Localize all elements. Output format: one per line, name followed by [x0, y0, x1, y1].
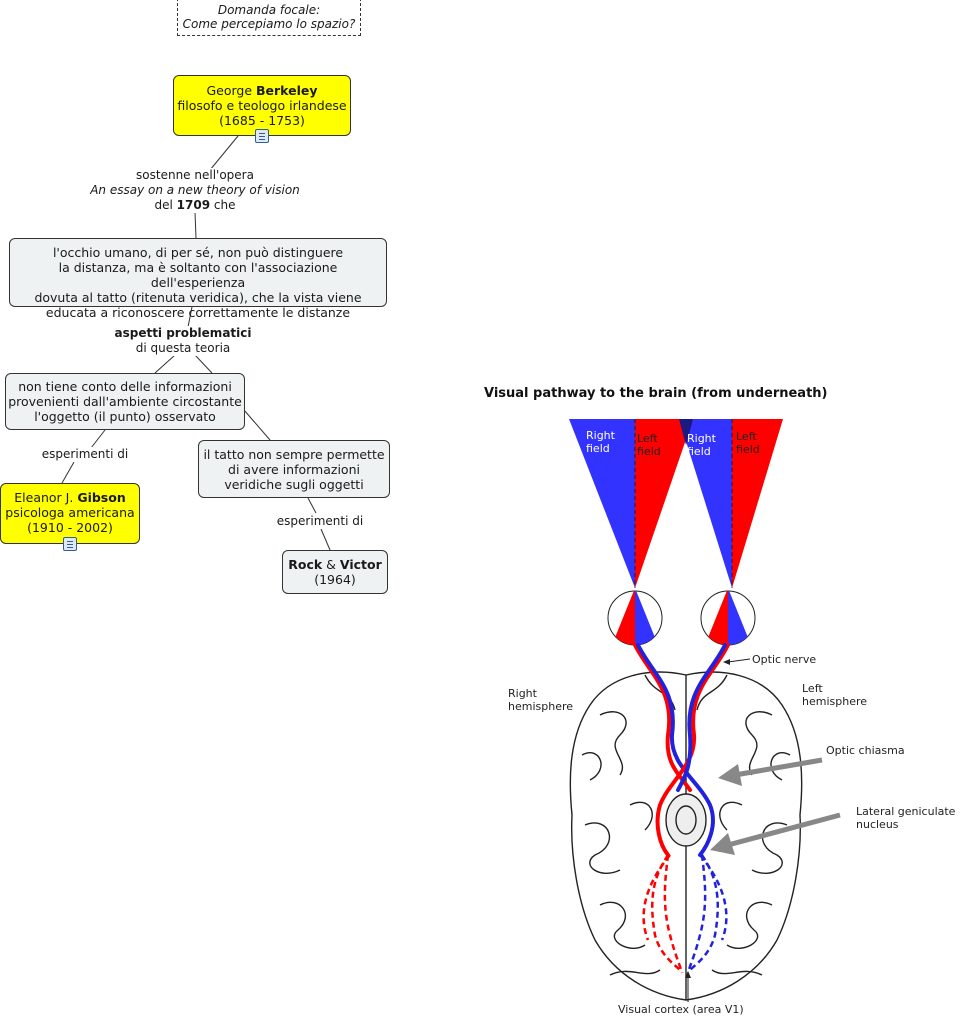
- note-icon[interactable]: [255, 129, 269, 143]
- brain-illustration: [569, 671, 803, 1001]
- right-field-label-2b: field: [687, 445, 711, 458]
- eye-icon: [700, 590, 756, 646]
- arrowhead-icon: [685, 971, 691, 978]
- note-icon[interactable]: [63, 537, 77, 551]
- right-field-label-1b: field: [586, 442, 610, 455]
- left-hemisphere-label-2: hemisphere: [802, 695, 867, 708]
- link-essay-post: che: [210, 198, 236, 212]
- essay-year: 1709: [176, 198, 211, 212]
- visual-field-cones: [569, 419, 783, 588]
- gibson-node[interactable]: Eleanor J. Gibson psicologa americana (1…: [0, 483, 140, 544]
- left-field-label-1: Left: [637, 432, 658, 445]
- thesis-line2: la distanza, ma è soltanto con l'associa…: [58, 260, 338, 290]
- victor-name: Victor: [339, 557, 382, 572]
- optic-chiasma-label: Optic chiasma: [826, 744, 905, 757]
- ampersand: &: [322, 557, 340, 572]
- thesis-line3: dovuta al tatto (ritenuta veridica), che…: [34, 290, 362, 305]
- left-field-label-1b: field: [637, 445, 661, 458]
- problem2-node[interactable]: il tatto non sempre permette di avere in…: [198, 440, 390, 498]
- link-label-experiments-2: esperimenti di: [270, 514, 370, 529]
- focus-question-label: Domanda focale:: [217, 3, 321, 17]
- thesis-node[interactable]: l'occhio umano, di per sé, non può disti…: [9, 238, 387, 320]
- rock-victor-year: (1964): [314, 572, 356, 587]
- problem1-line2: provenienti dall'ambiente circostante: [8, 394, 242, 409]
- rock-name: Rock: [288, 557, 323, 572]
- optic-pathways: [633, 643, 730, 857]
- link-label-problems: aspetti problematici di questa teoria: [103, 326, 263, 356]
- right-field-label-2: Right: [687, 432, 717, 445]
- problem1-node[interactable]: non tiene conto delle informazioni prove…: [5, 373, 245, 430]
- problem2-line1: il tatto non sempre permette: [203, 447, 385, 462]
- berkeley-first-name: George: [206, 83, 256, 98]
- problems-rest: di questa teoria: [135, 341, 231, 355]
- figure-title: Visual pathway to the brain (from undern…: [484, 386, 827, 401]
- problem1-line1: non tiene conto delle informazioni: [18, 379, 232, 394]
- optic-radiations: [642, 854, 728, 974]
- left-field-label-2: Left: [736, 430, 757, 443]
- pointer-arrows: [710, 757, 841, 855]
- link-essay-pre: del: [154, 198, 177, 212]
- problem2-line2: di avere informazioni: [228, 462, 360, 477]
- berkeley-role: filosofo e teologo irlandese: [177, 98, 347, 113]
- berkeley-last-name: Berkeley: [256, 83, 318, 98]
- lgn-label: Lateral geniculate: [856, 805, 956, 818]
- thesis-line4: educata a riconoscere correttamente le d…: [45, 305, 351, 320]
- rock-victor-node[interactable]: Rock & Victor (1964): [282, 550, 388, 594]
- right-field-label-1: Right: [586, 429, 616, 442]
- optic-nerve-pointer: [727, 658, 751, 663]
- arrowhead-icon: [723, 659, 730, 665]
- gibson-dates: (1910 - 2002): [27, 520, 113, 535]
- thesis-line1: l'occhio umano, di per sé, non può disti…: [52, 245, 344, 260]
- focus-question-text: Come percepiamo lo spazio?: [182, 17, 356, 31]
- visual-cortex-label: Visual cortex (area V1): [618, 1003, 744, 1016]
- focus-question-box: Domanda focale: Come percepiamo lo spazi…: [177, 0, 361, 36]
- berkeley-node[interactable]: George Berkeley filosofo e teologo irlan…: [173, 75, 351, 136]
- problem1-line3: l'oggetto (il punto) osservato: [34, 409, 216, 424]
- right-hemisphere-label: Right: [508, 687, 538, 700]
- left-field-label-2b: field: [736, 443, 760, 456]
- link-essay-line1: sostenne nell'opera: [136, 168, 254, 182]
- gibson-role: psicologa americana: [5, 505, 135, 520]
- gibson-first-name: Eleanor J.: [14, 490, 78, 505]
- right-hemisphere-label-2: hemisphere: [508, 700, 573, 713]
- lgn-label-2: nucleus: [856, 818, 899, 831]
- problems-bold: aspetti problematici: [114, 326, 252, 340]
- gibson-last-name: Gibson: [77, 490, 126, 505]
- eye-icon: [607, 590, 663, 646]
- berkeley-dates: (1685 - 1753): [219, 113, 305, 128]
- link-label-essay: sostenne nell'opera An essay on a new th…: [80, 168, 310, 213]
- left-hemisphere-label: Left: [802, 682, 823, 695]
- problem2-line3: veridiche sugli oggetti: [224, 477, 364, 492]
- visual-pathway-figure: Visual pathway to the brain (from undern…: [484, 386, 956, 1016]
- essay-title: An essay on a new theory of vision: [90, 183, 300, 197]
- optic-nerve-label: Optic nerve: [752, 653, 816, 666]
- link-label-experiments-1: esperimenti di: [35, 447, 135, 462]
